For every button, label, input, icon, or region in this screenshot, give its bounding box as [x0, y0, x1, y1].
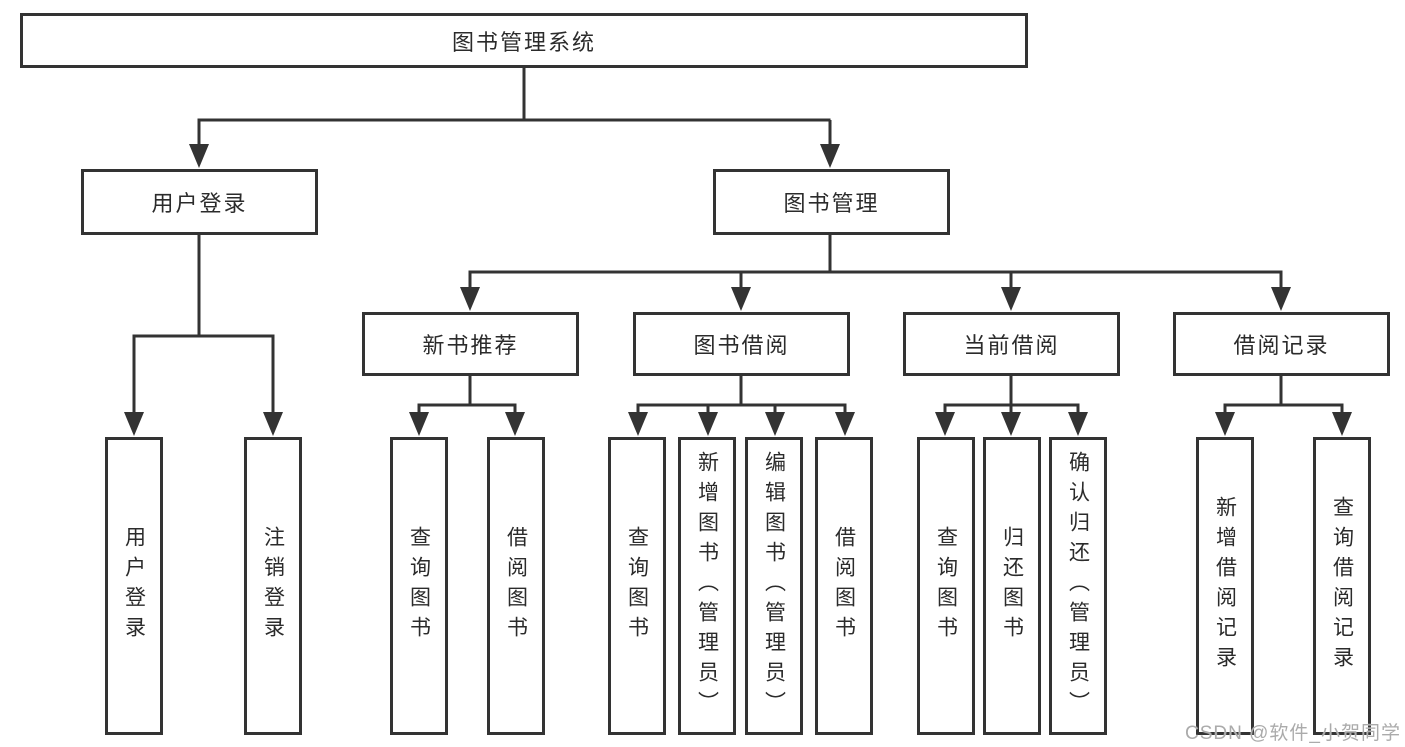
leaf-confirm-return-admin: 确认归还（管理员） [1049, 437, 1107, 735]
arrowheads [124, 144, 1352, 436]
node-book-borrow: 图书借阅 [633, 312, 850, 376]
leaf-logout: 注销登录 [244, 437, 302, 735]
node-borrow-records-label: 借阅记录 [1233, 333, 1330, 358]
node-borrow-records: 借阅记录 [1173, 312, 1390, 376]
node-new-book-recommend: 新书推荐 [362, 312, 579, 376]
leaf-add-borrow-record: 新增借阅记录 [1196, 437, 1254, 735]
leaf-add-books-admin: 新增图书（管理员） [678, 437, 736, 735]
leaf-borrow-books-recommend: 借阅图书 [487, 437, 545, 735]
leaf-user-login: 用户登录 [105, 437, 163, 735]
node-book-borrow-label: 图书借阅 [693, 333, 790, 358]
node-book-management-label: 图书管理 [783, 191, 880, 216]
leaf-query-books-recommend: 查询图书 [390, 437, 448, 735]
node-root-system: 图书管理系统 [20, 13, 1028, 68]
leaf-query-books-borrow: 查询图书 [608, 437, 666, 735]
node-book-management: 图书管理 [713, 169, 950, 235]
node-new-book-recommend-label: 新书推荐 [422, 333, 519, 358]
leaf-query-books-current: 查询图书 [917, 437, 975, 735]
node-user-login: 用户登录 [81, 169, 318, 235]
csdn-watermark: CSDN @软件_小贺同学 [1185, 723, 1401, 744]
leaf-edit-books-admin: 编辑图书（管理员） [745, 437, 803, 735]
node-user-login-label: 用户登录 [151, 191, 248, 216]
leaf-borrow-books: 借阅图书 [815, 437, 873, 735]
node-root-system-label: 图书管理系统 [451, 29, 596, 55]
node-current-borrow-label: 当前借阅 [963, 333, 1060, 358]
node-current-borrow: 当前借阅 [903, 312, 1120, 376]
leaf-return-books: 归还图书 [983, 437, 1041, 735]
leaf-query-borrow-record: 查询借阅记录 [1313, 437, 1371, 735]
